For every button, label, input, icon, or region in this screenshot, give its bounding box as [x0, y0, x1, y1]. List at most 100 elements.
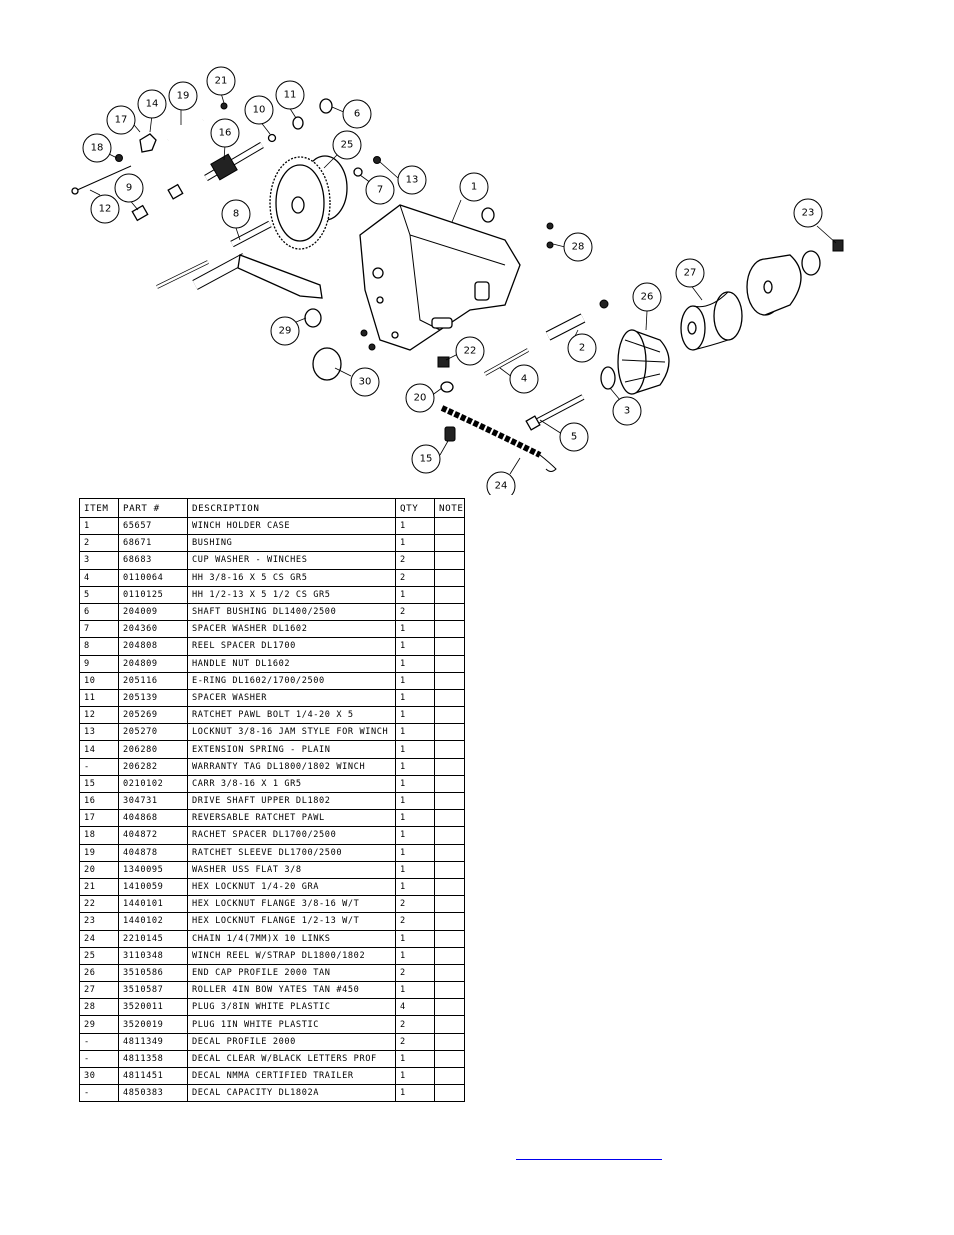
- callout-circle: [221, 199, 251, 229]
- end-cap-second-drawing: [746, 254, 802, 316]
- callout-9: 9: [114, 173, 144, 203]
- part-number-cell: 1410059: [118, 877, 188, 897]
- callout-30: 30: [350, 367, 380, 397]
- note-cell: [434, 740, 465, 759]
- callout-12: 12: [90, 194, 120, 224]
- part-number-cell: 404878: [118, 843, 188, 862]
- part-number-cell: 206280: [118, 740, 188, 759]
- description-cell: HEX LOCKNUT FLANGE 1/2-13 W/T: [187, 912, 396, 931]
- callout-label: 17: [115, 115, 128, 126]
- note-cell: [434, 585, 465, 604]
- item-cell: 15: [79, 774, 119, 794]
- item-cell: 12: [79, 706, 119, 725]
- part-number-cell: 65657: [118, 516, 188, 536]
- header-description: DESCRIPTION: [187, 498, 396, 518]
- part-number-cell: 3510587: [118, 981, 188, 1000]
- nut-drawing: [167, 183, 184, 200]
- callout-label: 30: [359, 377, 372, 388]
- callout-label: 7: [377, 185, 383, 196]
- part-number-cell: 3110348: [118, 946, 188, 965]
- note-cell: [434, 774, 465, 794]
- description-cell: LOCKNUT 3/8-16 JAM STYLE FOR WINCH: [187, 723, 396, 742]
- shaft-bushing-drawing: [319, 98, 333, 114]
- description-cell: CHAIN 1/4(7MM)X 10 LINKS: [187, 929, 396, 948]
- part-number-cell: 204360: [118, 620, 188, 639]
- qty-cell: 1: [395, 637, 435, 656]
- item-cell: 19: [79, 843, 119, 862]
- qty-cell: 1: [395, 929, 435, 948]
- description-cell: HEX LOCKNUT 1/4-20 GRA: [187, 877, 396, 897]
- handle-drawing: [156, 253, 323, 299]
- callout-4: 4: [509, 364, 539, 394]
- callout-22: 22: [455, 336, 485, 366]
- description-cell: DECAL CLEAR W/BLACK LETTERS PROF: [187, 1049, 396, 1069]
- part-number-cell: 205139: [118, 688, 188, 708]
- description-cell: HH 3/8-16 X 5 CS GR5: [187, 568, 396, 587]
- note-cell: [434, 895, 465, 914]
- note-cell: [434, 671, 465, 690]
- footer-link-underline[interactable]: [516, 1157, 662, 1160]
- item-cell: 14: [79, 740, 119, 759]
- part-number-cell: 204009: [118, 602, 188, 622]
- qty-cell: 1: [395, 688, 435, 708]
- callout-label: 13: [406, 175, 419, 186]
- header-part-number: PART #: [118, 498, 188, 518]
- callout-1: 1: [459, 172, 489, 202]
- qty-cell: 1: [395, 534, 435, 553]
- description-cell: REVERSABLE RATCHET PAWL: [187, 809, 396, 828]
- qty-cell: 1: [395, 843, 435, 862]
- part-number-cell: 205116: [118, 671, 188, 690]
- callout-circle: [82, 133, 112, 163]
- note-cell: [434, 1066, 465, 1086]
- qty-cell: 1: [395, 757, 435, 776]
- part-number-cell: 3510586: [118, 963, 188, 983]
- callout-circle: [632, 282, 662, 312]
- qty-cell: 1: [395, 671, 435, 690]
- qty-cell: 2: [395, 963, 435, 983]
- callout-27: 27: [675, 258, 705, 288]
- callout-24: 24: [486, 471, 516, 495]
- callout-circle: [509, 364, 539, 394]
- item-cell: 4: [79, 568, 119, 587]
- callout-circle: [405, 383, 435, 413]
- item-cell: 5: [79, 585, 119, 604]
- callout-label: 23: [802, 208, 815, 219]
- item-cell: 24: [79, 929, 119, 948]
- qty-cell: 1: [395, 706, 435, 725]
- qty-cell: 2: [395, 912, 435, 931]
- header-item: ITEM: [79, 498, 119, 518]
- callout-circle: [114, 173, 144, 203]
- note-cell: [434, 912, 465, 931]
- item-cell: 6: [79, 602, 119, 622]
- callout-label: 8: [233, 209, 239, 220]
- callout-circle: [567, 333, 597, 363]
- callout-label: 26: [641, 292, 654, 303]
- chain-drawing: [440, 405, 542, 458]
- description-cell: HEX LOCKNUT FLANGE 3/8-16 W/T: [187, 895, 396, 914]
- description-cell: EXTENSION SPRING - PLAIN: [187, 740, 396, 759]
- part-number-cell: 205270: [118, 723, 188, 742]
- item-cell: 17: [79, 809, 119, 828]
- qty-cell: 1: [395, 809, 435, 828]
- description-cell: SPACER WASHER DL1602: [187, 620, 396, 639]
- callout-3: 3: [612, 396, 642, 426]
- qty-cell: 1: [395, 740, 435, 759]
- callout-circle: [459, 172, 489, 202]
- callout-23: 23: [793, 198, 823, 228]
- description-cell: WINCH HOLDER CASE: [187, 516, 396, 536]
- note-cell: [434, 534, 465, 553]
